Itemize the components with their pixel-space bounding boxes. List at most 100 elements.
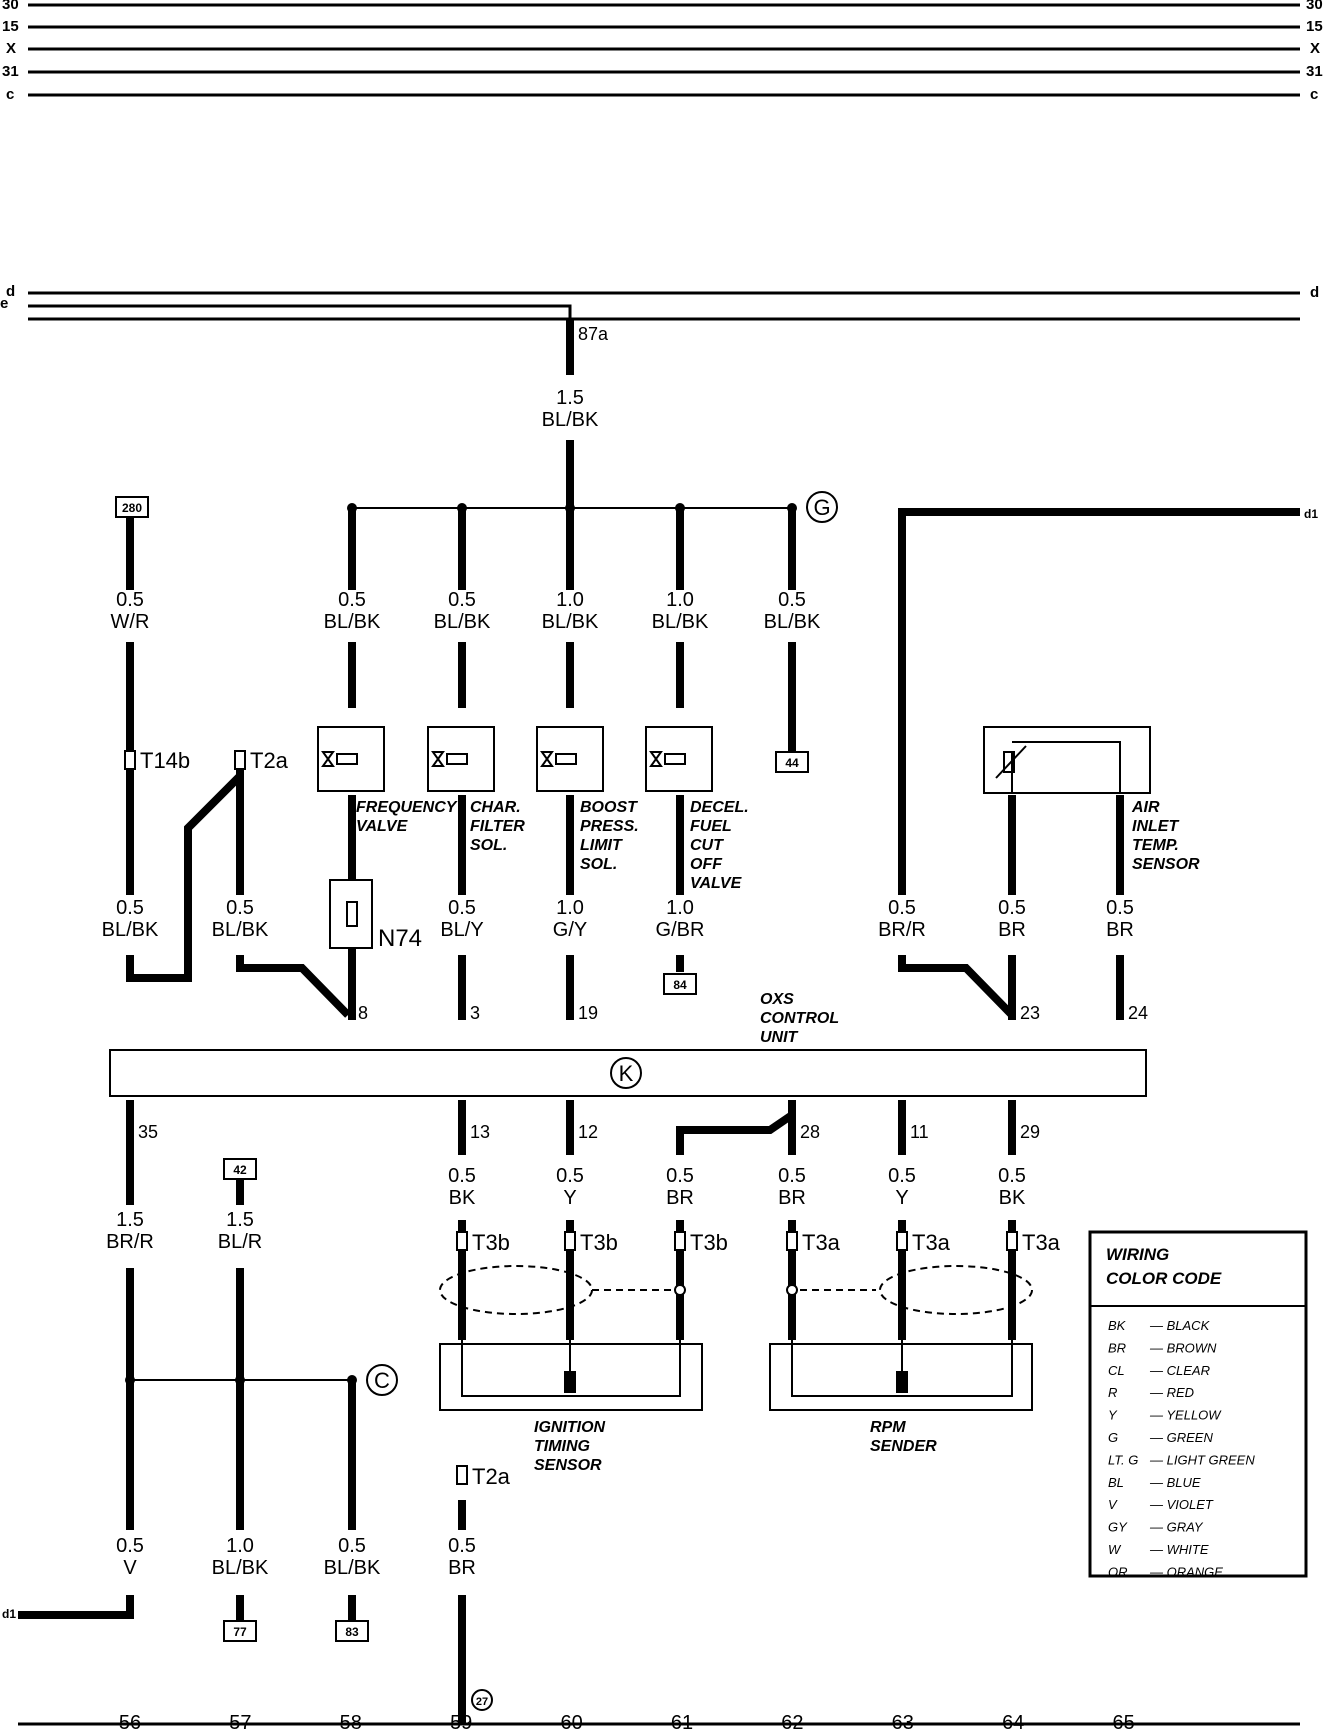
svg-text:G/BR: G/BR <box>656 919 705 941</box>
svg-text:BOOST: BOOST <box>580 799 638 816</box>
svg-text:DECEL.: DECEL. <box>690 799 749 816</box>
svg-text:T3a: T3a <box>1022 1230 1061 1255</box>
svg-text:0.5: 0.5 <box>448 1165 476 1187</box>
bus-label-d-right: d <box>1310 284 1319 301</box>
bus-label-e-left: e <box>0 295 8 312</box>
shield-dashes <box>439 1265 1033 1315</box>
svg-text:Y: Y <box>895 1187 908 1209</box>
svg-text:INLET: INLET <box>1132 818 1179 835</box>
legend-name: — BROWN <box>1149 1340 1217 1355</box>
svg-text:IGNITION: IGNITION <box>534 1419 606 1436</box>
control-unit-bottom-pins: 35 13 12 28 11 29 <box>138 1122 1040 1142</box>
svg-text:0.5: 0.5 <box>666 1165 694 1187</box>
svg-text:BL/BK: BL/BK <box>212 1557 269 1579</box>
wire-56-color: W/R <box>111 611 150 633</box>
legend-code: W <box>1108 1542 1122 1557</box>
svg-text:T3b: T3b <box>690 1230 728 1255</box>
legend-name: — ORANGE <box>1149 1564 1223 1579</box>
column-number: 62 <box>781 1712 803 1732</box>
svg-text:77: 77 <box>233 1625 247 1639</box>
column-number: 65 <box>1112 1712 1134 1732</box>
svg-text:VALVE: VALVE <box>690 875 743 892</box>
svg-text:44: 44 <box>785 756 799 770</box>
svg-text:BR: BR <box>666 1187 694 1209</box>
char-filter-box <box>427 726 495 792</box>
svg-text:27: 27 <box>476 1696 488 1708</box>
svg-text:T14b: T14b <box>140 748 190 773</box>
legend-title-2: COLOR CODE <box>1106 1269 1222 1288</box>
legend-name: — BLUE <box>1149 1475 1201 1490</box>
svg-text:SENSOR: SENSOR <box>1132 856 1200 873</box>
svg-text:0.5: 0.5 <box>888 897 916 919</box>
svg-text:PRESS.: PRESS. <box>580 818 639 835</box>
bus-label-30-left: 30 <box>2 0 19 13</box>
wire-58-color: BL/BK <box>324 611 381 633</box>
svg-text:T3b: T3b <box>472 1230 510 1255</box>
svg-text:1.5: 1.5 <box>116 1209 144 1231</box>
top-bus-lines <box>28 3 1300 97</box>
legend-name: — GREEN <box>1149 1430 1213 1445</box>
svg-text:3: 3 <box>470 1003 480 1023</box>
svg-text:VALVE: VALVE <box>356 818 409 835</box>
svg-text:0.5: 0.5 <box>116 1535 144 1557</box>
control-unit-label: OXS CONTROL UNIT <box>760 991 839 1046</box>
ground-g-marker: G <box>806 491 838 523</box>
svg-text:0.5: 0.5 <box>888 1165 916 1187</box>
svg-text:SENDER: SENDER <box>870 1438 937 1455</box>
svg-text:LIMIT: LIMIT <box>580 837 623 854</box>
svg-text:RPM: RPM <box>870 1419 906 1436</box>
svg-text:G/Y: G/Y <box>553 919 587 941</box>
legend-name: — YELLOW <box>1149 1408 1222 1423</box>
svg-text:BK: BK <box>999 1187 1026 1209</box>
ref-box-280: 280 <box>115 496 149 518</box>
shield-dots <box>674 1284 798 1296</box>
legend-code: OR <box>1108 1564 1128 1579</box>
wire-60-size: 1.0 <box>556 589 584 611</box>
legend-name: — RED <box>1149 1385 1194 1400</box>
svg-text:BK: BK <box>449 1187 476 1209</box>
svg-text:C: C <box>374 1368 390 1393</box>
frequency-valve-label: FREQUENCY VALVE <box>356 799 458 835</box>
legend-code: BK <box>1108 1318 1127 1333</box>
boost-solenoid-box <box>536 726 604 792</box>
svg-text:T3a: T3a <box>912 1230 951 1255</box>
bottom-wire-labels-upper: 1.5 BR/R 1.5 BL/R 0.5 BK 0.5 Y 0.5 BR 0.… <box>106 1165 1026 1253</box>
ref-box-44: 44 <box>775 751 809 773</box>
svg-text:1.0: 1.0 <box>226 1535 254 1557</box>
svg-text:84: 84 <box>673 978 687 992</box>
svg-text:AIR: AIR <box>1131 799 1160 816</box>
svg-text:TEMP.: TEMP. <box>1132 837 1179 854</box>
legend-code: Y <box>1108 1408 1118 1423</box>
ref-box-42: 42 <box>223 1158 257 1180</box>
sensor-connector-labels: T3b T3b T3b T3a T3a T3a <box>472 1230 1061 1255</box>
air-inlet-sensor-box <box>983 726 1151 794</box>
svg-text:Y: Y <box>563 1187 576 1209</box>
svg-text:BL/BK: BL/BK <box>212 919 269 941</box>
bus-label-15-right: 15 <box>1306 18 1323 35</box>
legend-code: BR <box>1108 1340 1126 1355</box>
svg-text:V: V <box>123 1557 137 1579</box>
bus-label-c-right: c <box>1310 86 1318 103</box>
legend-code: V <box>1108 1497 1118 1512</box>
legend-code: CL <box>1108 1363 1125 1378</box>
svg-text:T2a: T2a <box>472 1464 511 1489</box>
offpage-d1-right: d1 <box>1304 507 1318 521</box>
svg-text:T2a: T2a <box>250 748 289 773</box>
column-number: 60 <box>560 1712 582 1732</box>
n74-resistor <box>329 879 373 949</box>
svg-text:BL/BK: BL/BK <box>102 919 159 941</box>
wire-62-color: BL/BK <box>764 611 821 633</box>
char-filter-label: CHAR. FILTER SOL. <box>470 799 525 854</box>
wire-58-size: 0.5 <box>338 589 366 611</box>
svg-text:CHAR.: CHAR. <box>470 799 521 816</box>
svg-text:0.5: 0.5 <box>226 897 254 919</box>
legend-name: — LIGHT GREEN <box>1149 1452 1255 1467</box>
column-number: 64 <box>1002 1712 1024 1732</box>
svg-text:G: G <box>813 495 830 520</box>
svg-text:0.5: 0.5 <box>556 1165 584 1187</box>
svg-text:OFF: OFF <box>690 856 723 873</box>
svg-text:0.5: 0.5 <box>998 1165 1026 1187</box>
c-splice: C <box>125 1364 398 1396</box>
